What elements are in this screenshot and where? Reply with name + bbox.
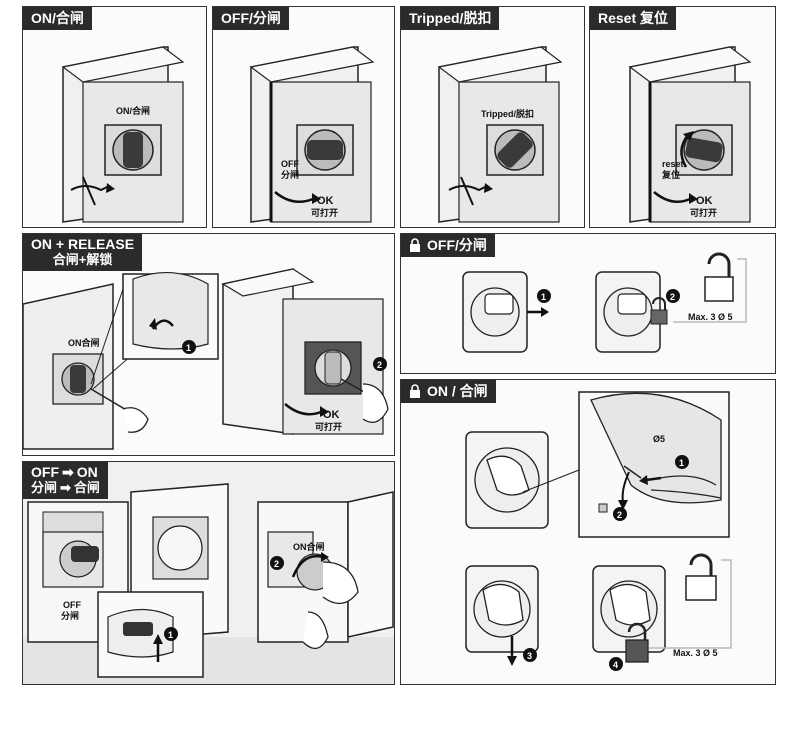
max-label: Max. 3 Ø 5 — [688, 312, 733, 322]
title-text: ON / 合闸 — [427, 383, 488, 399]
panel-title: OFF➡ON 分闸➡合闸 — [23, 462, 108, 499]
panel-title: OFF/分闸 — [401, 234, 495, 257]
lock-off-drawing: 1 2 Max. 3 Ø 5 — [462, 252, 747, 353]
title-en-b: ON — [76, 464, 98, 480]
tripped-label: Tripped/脱扣 — [481, 108, 534, 119]
enclosure-tripped-drawing: Tripped/脱扣 — [437, 46, 563, 223]
lock-icon — [410, 384, 420, 398]
off-label: OFF — [281, 159, 299, 169]
panel-tripped: Tripped/脱扣 Tripped/脱扣 — [400, 6, 585, 228]
panel-lock-on: ON / 合闸 Ø5 1 2 3 4 — [400, 379, 776, 685]
title-cn-a: 分闸 — [31, 480, 58, 495]
step-4: 4 — [613, 660, 618, 670]
title-text: OFF/分闸 — [427, 237, 487, 253]
enclosure-off-drawing: OFF 分闸 OK 可打开 — [249, 46, 375, 223]
arrow-right-icon: ➡ — [60, 480, 71, 495]
enclosure-reset-drawing: reset 复位 OK 可打开 — [628, 46, 752, 223]
panel-title: Reset 复位 — [590, 7, 677, 30]
ok-label-cn: 可打开 — [311, 207, 338, 218]
inset-label: Ø5 — [653, 434, 665, 444]
reset-label: reset — [662, 159, 684, 169]
step-2: 2 — [670, 292, 675, 302]
panel-on: ON/合闸 ON/合闸 — [22, 6, 207, 228]
step-2: 2 — [377, 360, 382, 370]
off-label-cn: 分闸 — [61, 610, 79, 621]
lock-on-drawing: Ø5 1 2 3 4 Max. 3 Ø 5 — [465, 391, 732, 671]
on-label: ON合闸 — [68, 337, 100, 348]
ok-label-cn: 可打开 — [690, 207, 717, 218]
ok-label-cn: 可打开 — [315, 421, 342, 432]
panel-lock-off: OFF/分闸 1 2 Max. 3 Ø 5 — [400, 233, 776, 374]
off-on-drawing: OFF 分闸 1 2 ON合闸 — [23, 483, 394, 684]
ok-label: OK — [323, 409, 340, 421]
off-label: OFF — [63, 600, 81, 610]
step-1: 1 — [541, 292, 546, 302]
panel-title: ON + RELEASE 合闸+解锁 — [23, 234, 143, 271]
panel-title: OFF/分闸 — [213, 7, 289, 30]
enclosure-on-drawing: ON/合闸 — [61, 46, 185, 223]
panel-off-on: OFF➡ON 分闸➡合闸 OFF 分闸 1 2 ON合闸 — [22, 461, 395, 685]
max-label: Max. 3 Ø 5 — [673, 648, 718, 658]
step-1: 1 — [679, 458, 684, 468]
step-3: 3 — [527, 651, 532, 661]
off-label-cn: 分闸 — [281, 169, 299, 180]
panel-title: ON / 合闸 — [401, 380, 496, 403]
on-label: ON合闸 — [293, 541, 325, 552]
title-en-a: OFF — [31, 464, 59, 480]
panel-reset: Reset 复位 reset 复位 OK 可打开 — [589, 6, 776, 228]
panel-on-release: ON + RELEASE 合闸+解锁 ON合闸 1 2 OK — [22, 233, 395, 456]
panel-title: ON/合闸 — [23, 7, 92, 30]
lock-icon — [410, 238, 420, 252]
step-2: 2 — [274, 559, 279, 569]
ok-label: OK — [696, 195, 713, 207]
on-label: ON/合闸 — [116, 105, 150, 116]
step-1: 1 — [168, 630, 173, 640]
step-1: 1 — [186, 343, 191, 353]
title-cn-b: 合闸 — [73, 480, 100, 495]
title-cn: 合闸+解锁 — [52, 252, 113, 267]
reset-label-cn: 复位 — [661, 169, 680, 180]
on-release-drawing: ON合闸 1 2 OK 可打开 — [23, 268, 389, 450]
ok-label: OK — [317, 195, 334, 207]
panel-title: Tripped/脱扣 — [401, 7, 500, 30]
arrow-right-icon: ➡ — [62, 464, 74, 480]
step-2: 2 — [617, 510, 622, 520]
panel-off: OFF/分闸 OFF 分闸 OK 可打开 — [212, 6, 395, 228]
title-en: ON + RELEASE — [31, 236, 135, 252]
